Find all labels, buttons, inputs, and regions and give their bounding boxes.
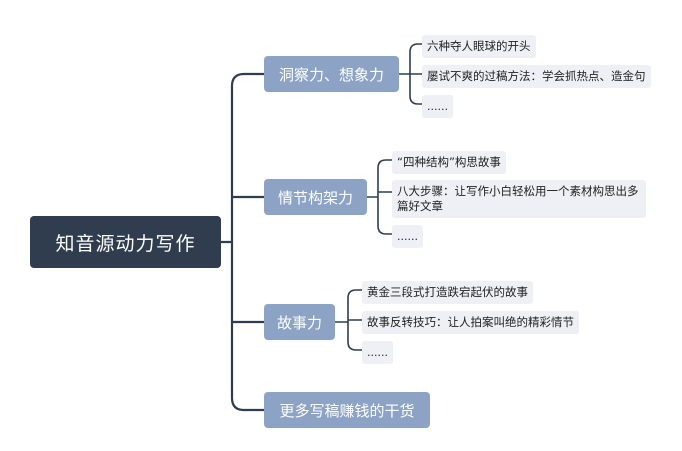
leaf-node-more[interactable]: ...... <box>422 95 453 118</box>
branch-node-insight[interactable]: 洞察力、想象力 <box>264 56 399 92</box>
leaf-node[interactable]: 八大步骤：让写作小白轻松用一个素材构思出多篇好文章 <box>392 180 646 218</box>
trunk-line <box>230 72 266 412</box>
branch1-leaf-bracket <box>398 43 423 105</box>
leaf-node[interactable]: 故事反转技巧：让人拍案叫绝的精彩情节 <box>362 311 579 334</box>
leaf-node-more[interactable]: ...... <box>392 225 423 248</box>
leaf-node[interactable]: “四种结构”构思故事 <box>392 151 506 174</box>
leaf-node[interactable]: 黄金三段式打造跌宕起伏的故事 <box>362 281 533 304</box>
leaf-node[interactable]: 屡试不爽的过稿方法：学会抓热点、造金句 <box>422 65 651 88</box>
branch2-leaf-bracket <box>366 159 393 235</box>
branch3-leaf-bracket <box>334 289 363 351</box>
branch-node-more[interactable]: 更多写稿赚钱的干货 <box>264 392 430 428</box>
root-node[interactable]: 知音源动力写作 <box>30 216 221 268</box>
leaf-node[interactable]: 六种夺人眼球的开头 <box>422 35 536 58</box>
leaf-node-more[interactable]: ...... <box>362 341 393 364</box>
branch-node-story[interactable]: 故事力 <box>264 304 335 340</box>
branch-node-plot[interactable]: 情节构架力 <box>264 179 367 215</box>
